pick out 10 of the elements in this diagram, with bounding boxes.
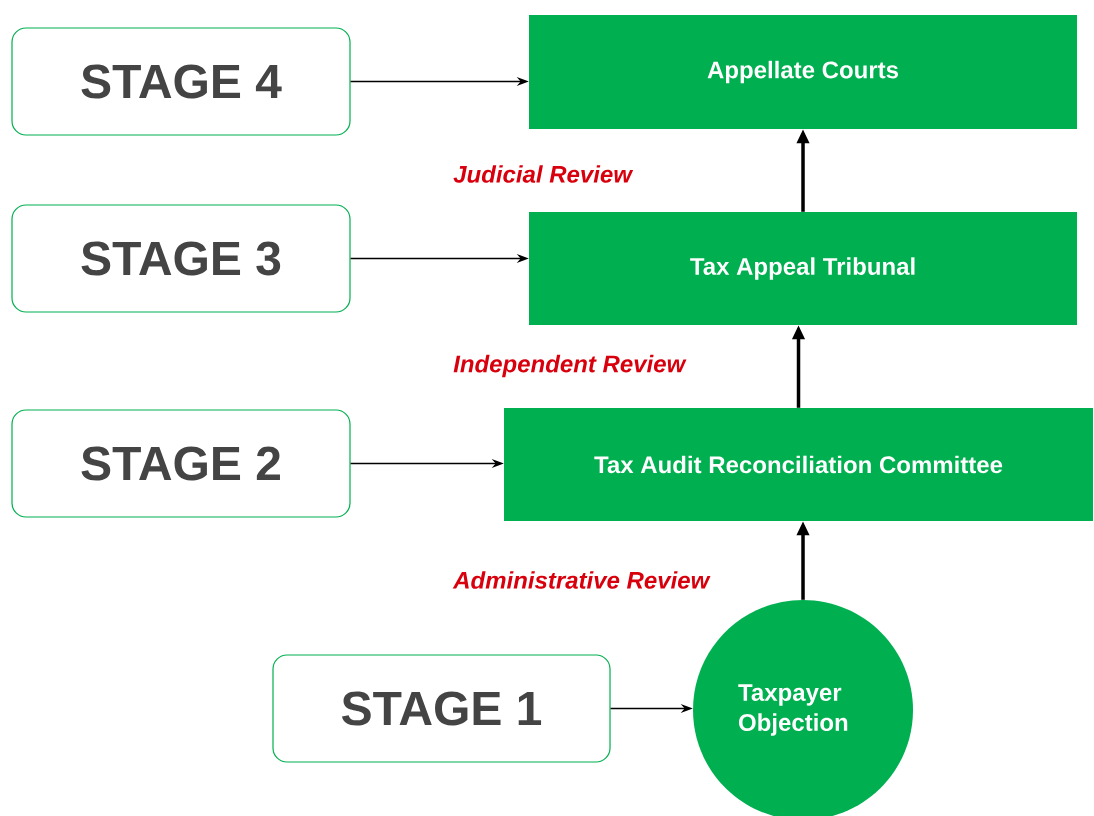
stage-box: STAGE 2 [11,409,351,518]
process-box: Tax Audit Reconciliation Committee [504,408,1093,521]
stage-box: STAGE 3 [11,204,351,313]
process-box: Appellate Courts [529,15,1077,129]
process-box: Tax Appeal Tribunal [529,212,1077,325]
review-label: Judicial Review [453,165,634,183]
review-label: Administrative Review [452,571,711,589]
stage-box: STAGE 4 [11,27,351,136]
stage-box: STAGE 1 [272,654,611,763]
review-label: Independent Review [453,354,687,378]
